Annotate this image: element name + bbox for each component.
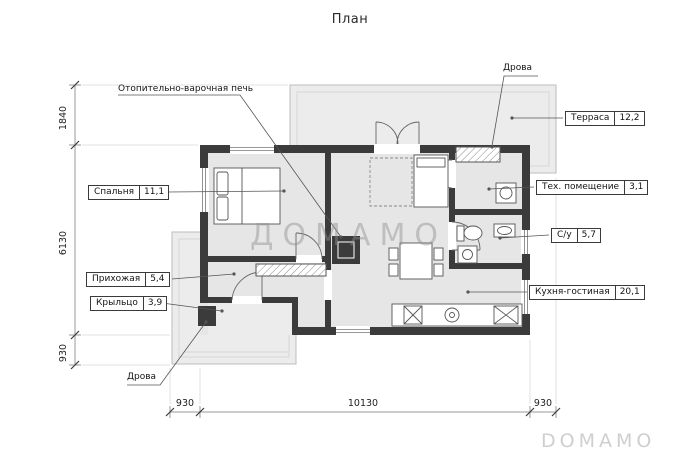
dim-bottom-left: 930 — [176, 398, 194, 409]
bathroom-sink — [493, 223, 516, 238]
hall-cabinet — [255, 263, 327, 277]
room-area: 5,7 — [576, 229, 600, 242]
room-name: Тех. помещение — [542, 182, 620, 192]
watermark-center: ДОМАМО — [250, 218, 447, 253]
room-label-porch: Крыльцо 3,9 — [90, 296, 168, 311]
dim-left-middle: 6130 — [58, 231, 69, 255]
firewood-box-bottom — [198, 306, 216, 326]
room-label-bedroom: Спальня 11,1 — [88, 185, 170, 200]
kitchen-counter — [391, 303, 523, 327]
room-area: 20,1 — [614, 286, 644, 299]
boiler — [495, 182, 517, 204]
watermark-corner: DOMAMO — [541, 430, 656, 452]
leader-lines — [118, 75, 563, 386]
toilet — [456, 225, 483, 242]
washing-machine — [457, 245, 478, 264]
room-label-kitchen-living: Кухня-гостиная 20,1 — [529, 285, 645, 300]
label-firewood-top: Дрова — [503, 63, 533, 73]
room-area: 3,1 — [624, 181, 647, 194]
room-label-tech-room: Тех. помещение 3,1 — [536, 180, 649, 195]
firewood-box-top — [455, 146, 501, 163]
room-label-hallway: Прихожая 5,4 — [86, 272, 170, 287]
room-name: С/у — [557, 230, 572, 240]
room-area: 12,2 — [614, 112, 643, 125]
dim-bottom-middle: 10130 — [348, 398, 378, 409]
room-name: Крыльцо — [96, 298, 138, 308]
room-name: Кухня-гостиная — [535, 287, 610, 297]
dim-bottom-right: 930 — [534, 398, 552, 409]
room-area: 3,9 — [142, 297, 166, 310]
bed-second — [413, 154, 449, 208]
dining-table — [388, 242, 444, 280]
furniture — [198, 146, 523, 327]
room-label-bathroom: С/у 5,7 — [551, 228, 601, 243]
room-area: 11,1 — [139, 186, 168, 199]
room-name: Спальня — [94, 187, 135, 197]
room-area: 5,4 — [145, 273, 168, 286]
windows — [199, 144, 531, 336]
label-firewood-bottom: Дрова — [127, 372, 157, 382]
dim-left-top: 1840 — [58, 106, 69, 130]
dim-left-bottom: 930 — [58, 344, 69, 362]
room-name: Терраса — [571, 113, 610, 123]
room-label-terrace: Терраса 12,2 — [565, 111, 645, 126]
bed-planned — [369, 157, 413, 207]
page-title: План — [331, 12, 369, 27]
stove — [332, 236, 360, 264]
bed-main — [213, 167, 281, 225]
dimension-lines: 1840 6130 930 930 10130 930 — [58, 80, 561, 418]
doors — [231, 121, 481, 304]
label-stove: Отопительно-варочная печь — [118, 84, 254, 94]
room-name: Прихожая — [92, 274, 141, 284]
